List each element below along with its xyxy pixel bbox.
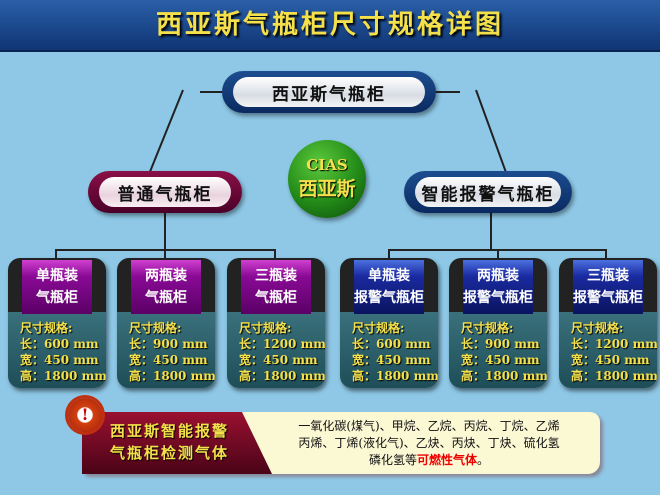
cabinet-card: 单瓶装报警气瓶柜 尺寸规格: 长：600 mm 宽：450 mm 高：1800 mm xyxy=(340,258,438,388)
connector xyxy=(274,249,276,261)
connector xyxy=(164,210,166,250)
connector xyxy=(200,91,224,93)
spec-length: 长：600 mm xyxy=(20,337,99,351)
banner-title-bg xyxy=(82,412,272,474)
card-title: 气瓶柜 xyxy=(255,290,297,306)
card-title: 三瓶装 xyxy=(255,268,297,284)
spec-label: 尺寸规格: xyxy=(129,321,182,335)
card-header: 三瓶装气瓶柜 xyxy=(241,260,311,314)
card-specs: 尺寸规格: 长：600 mm 宽：450 mm 高：1800 mm xyxy=(20,320,106,384)
root-label: 西亚斯气瓶柜 xyxy=(233,77,425,107)
spec-label: 尺寸规格: xyxy=(20,321,73,335)
cabinet-card: 两瓶装气瓶柜 尺寸规格: 长：900 mm 宽：450 mm 高：1800 mm xyxy=(117,258,215,388)
cabinet-card: 三瓶装气瓶柜 尺寸规格: 长：1200 mm 宽：450 mm 高：1800 mm xyxy=(227,258,325,388)
warning-gear-icon: ! xyxy=(68,398,102,432)
connector xyxy=(497,249,499,261)
branch-label: 普通气瓶柜 xyxy=(99,177,231,207)
card-title: 三瓶装 xyxy=(587,268,629,284)
gas-list-line: 一氧化碳(煤气)、甲烷、乙烷、丙烷、丁烷、乙烯 xyxy=(298,419,560,433)
card-title: 两瓶装 xyxy=(145,268,187,284)
card-header: 两瓶装报警气瓶柜 xyxy=(463,260,533,314)
card-title: 单瓶装 xyxy=(36,268,78,284)
cabinet-card: 单瓶装气瓶柜 尺寸规格: 长：600 mm 宽：450 mm 高：1800 mm xyxy=(8,258,106,388)
connector xyxy=(55,249,57,261)
connector xyxy=(148,89,184,174)
card-header: 三瓶装报警气瓶柜 xyxy=(573,260,643,314)
card-specs: 尺寸规格: 长：900 mm 宽：450 mm 高：1800 mm xyxy=(129,320,215,384)
spec-label: 尺寸规格: xyxy=(239,321,292,335)
banner-title-line: 气瓶柜检测气体 xyxy=(110,444,230,462)
card-title: 单瓶装 xyxy=(368,268,410,284)
card-specs: 尺寸规格: 长：600 mm 宽：450 mm 高：1800 mm xyxy=(352,320,438,384)
logo-cn: 西亚斯 xyxy=(298,178,356,200)
card-header: 单瓶装报警气瓶柜 xyxy=(354,260,424,314)
card-title: 两瓶装 xyxy=(477,268,519,284)
connector xyxy=(388,249,390,261)
spec-width: 宽：450 mm xyxy=(20,353,99,367)
spec-label: 尺寸规格: xyxy=(352,321,405,335)
gas-list-end: 。 xyxy=(477,453,490,467)
connector xyxy=(164,249,166,261)
card-title: 报警气瓶柜 xyxy=(354,290,424,306)
connector xyxy=(434,91,460,93)
connector xyxy=(605,249,607,261)
spec-height: 高：1800 mm xyxy=(461,369,547,383)
cabinet-card: 三瓶装报警气瓶柜 尺寸规格: 长：1200 mm 宽：450 mm 高：1800 mm xyxy=(559,258,657,388)
gas-list-line: 丙烯、丁烯(液化气)、乙炔、丙炔、丁炔、硫化氢 xyxy=(298,436,560,450)
card-specs: 尺寸规格: 长：900 mm 宽：450 mm 高：1800 mm xyxy=(461,320,547,384)
spec-height: 高：1800 mm xyxy=(129,369,215,383)
card-header: 单瓶装气瓶柜 xyxy=(22,260,92,314)
card-title: 气瓶柜 xyxy=(145,290,187,306)
card-header: 两瓶装气瓶柜 xyxy=(131,260,201,314)
banner-title: 西亚斯智能报警气瓶柜检测气体 xyxy=(110,420,229,464)
spec-width: 宽：450 mm xyxy=(461,353,540,367)
detected-gases-banner: 西亚斯智能报警气瓶柜检测气体 一氧化碳(煤气)、甲烷、乙烷、丙烷、丁烷、乙烯 丙… xyxy=(82,412,600,474)
card-specs: 尺寸规格: 长：1200 mm 宽：450 mm 高：1800 mm xyxy=(571,320,657,384)
spec-width: 宽：450 mm xyxy=(129,353,208,367)
spec-label: 尺寸规格: xyxy=(571,321,624,335)
spec-width: 宽：450 mm xyxy=(352,353,431,367)
gas-list: 一氧化碳(煤气)、甲烷、乙烷、丙烷、丁烷、乙烯 丙烯、丁烯(液化气)、乙炔、丙炔… xyxy=(264,418,594,469)
flammable-gas-highlight: 可燃性气体 xyxy=(416,453,477,467)
card-title: 气瓶柜 xyxy=(36,290,78,306)
title-bar: 西亚斯气瓶柜尺寸规格详图 xyxy=(0,0,660,52)
connector xyxy=(490,210,492,250)
card-title: 报警气瓶柜 xyxy=(573,290,643,306)
spec-width: 宽：450 mm xyxy=(571,353,650,367)
spec-height: 高：1800 mm xyxy=(20,369,106,383)
spec-label: 尺寸规格: xyxy=(461,321,514,335)
banner-title-line: 西亚斯智能报警 xyxy=(110,422,230,440)
spec-length: 长：900 mm xyxy=(461,337,540,351)
card-specs: 尺寸规格: 长：1200 mm 宽：450 mm 高：1800 mm xyxy=(239,320,325,384)
spec-length: 长：1200 mm xyxy=(571,337,657,351)
cias-logo: CIAS 西亚斯 xyxy=(288,140,366,218)
root-node: 西亚斯气瓶柜 xyxy=(222,71,436,113)
cabinet-card: 两瓶装报警气瓶柜 尺寸规格: 长：900 mm 宽：450 mm 高：1800 mm xyxy=(449,258,547,388)
spec-height: 高：1800 mm xyxy=(239,369,325,383)
branch-node-standard: 普通气瓶柜 xyxy=(88,171,242,213)
card-title: 报警气瓶柜 xyxy=(463,290,533,306)
connector xyxy=(475,89,508,174)
spec-height: 高：1800 mm xyxy=(352,369,438,383)
gas-list-line: 磷化氢等 xyxy=(368,453,417,467)
spec-length: 长：1200 mm xyxy=(239,337,325,351)
spec-width: 宽：450 mm xyxy=(239,353,318,367)
spec-length: 长：600 mm xyxy=(352,337,431,351)
logo-en: CIAS xyxy=(306,156,348,174)
branch-node-alarm: 智能报警气瓶柜 xyxy=(404,171,572,213)
page-title: 西亚斯气瓶柜尺寸规格详图 xyxy=(155,10,504,40)
spec-length: 长：900 mm xyxy=(129,337,208,351)
spec-height: 高：1800 mm xyxy=(571,369,657,383)
branch-label: 智能报警气瓶柜 xyxy=(415,177,561,207)
